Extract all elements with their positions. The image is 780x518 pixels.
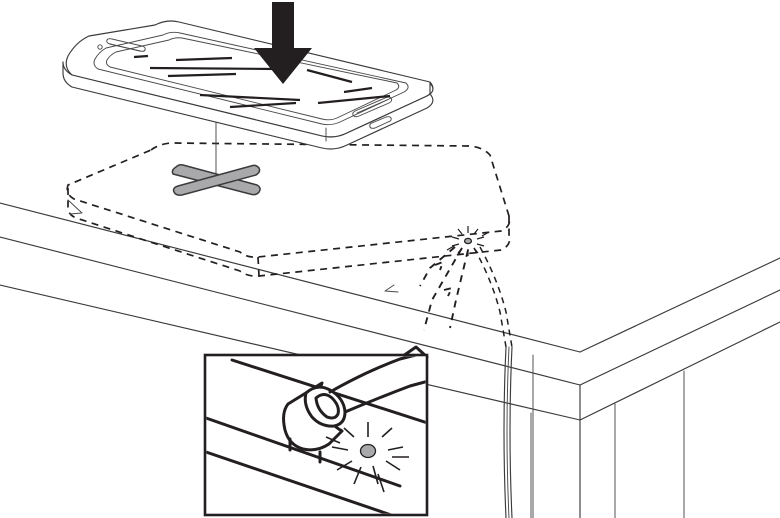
callout-surface-line-bottom — [206, 450, 392, 514]
phone-speaker-grille-slit — [109, 43, 141, 52]
detail-callout-connector-and-led — [203, 353, 429, 517]
callout-led-glow-icon — [325, 422, 409, 493]
cable-hidden-right — [479, 246, 513, 348]
callout-cable-lower — [343, 380, 426, 414]
desk-table — [0, 202, 780, 518]
wireless-charging-pad-hidden — [66, 142, 511, 277]
pad-front-side-face — [67, 188, 511, 277]
desk-apron-right-bottom-edge — [579, 321, 780, 421]
led-core — [463, 237, 473, 245]
leader-arrowhead-b — [443, 286, 454, 297]
leader-arrowhead-a — [434, 260, 445, 271]
desk-top-front-edge — [0, 236, 581, 386]
led-leader-lines — [419, 246, 469, 331]
charging-alignment-x-marker — [171, 117, 261, 196]
callout-cable-upper — [328, 356, 417, 394]
callout-surface-line-mid — [206, 416, 402, 488]
charging-status-led — [419, 226, 490, 331]
pad-front-corner-vertical — [257, 256, 260, 277]
leader-line-center — [449, 249, 469, 329]
arrow-down-shape — [254, 2, 312, 84]
phone-screen-inner — [105, 37, 400, 121]
x-cross-icon-arm-b — [172, 164, 261, 196]
pad-arrowhead-left — [67, 199, 83, 215]
arrow-down-icon — [254, 2, 312, 84]
cable-visible-center — [506, 346, 510, 518]
leader-line-outer — [419, 246, 456, 287]
callout-interior — [206, 356, 426, 514]
phone-sensor-dot — [97, 44, 103, 50]
pad-top-face — [66, 142, 511, 258]
smartphone — [62, 20, 434, 150]
desk-apron-right-top-edge — [579, 289, 780, 386]
phone-camera-oval — [369, 116, 392, 129]
phone-side-thickness — [62, 61, 434, 150]
cable-visible-left — [503, 346, 507, 518]
pad-hidden-edge-arrows — [67, 199, 399, 293]
desk-apron-bottom-edge — [0, 284, 581, 421]
callout-led-core — [359, 443, 377, 459]
power-cable — [473, 246, 513, 518]
pad-arrowhead-right — [384, 284, 399, 293]
phone-button-bar-slit — [356, 99, 388, 114]
cable-hidden-left — [473, 247, 507, 348]
desk-top-rear-edge — [0, 202, 581, 353]
phone-screen-bezel — [93, 31, 409, 126]
cable-visible-right — [509, 346, 513, 518]
phone-screen-content-lines — [133, 54, 391, 109]
barrel-connector-hole — [314, 393, 340, 420]
desk-top-right-edge — [579, 257, 780, 353]
leader-line-left — [423, 247, 463, 331]
